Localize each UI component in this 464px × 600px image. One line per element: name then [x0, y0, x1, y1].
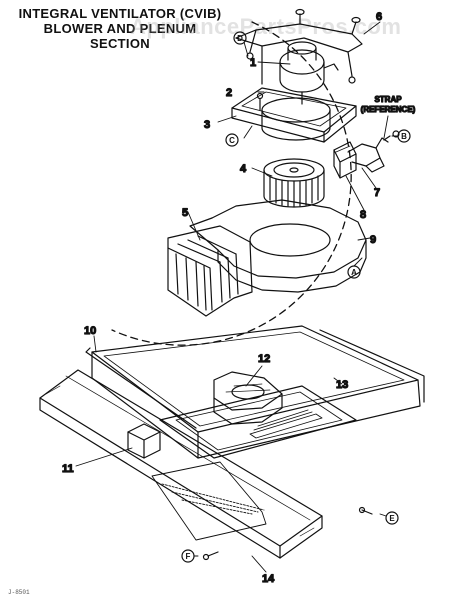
callout-13: 13	[336, 379, 348, 391]
strap-label-line-1: STRAP	[374, 95, 402, 104]
callout-3: 3	[204, 119, 210, 131]
callout-9: 9	[370, 234, 376, 246]
watermark: AppliancePartsPros.com	[130, 14, 402, 39]
screw-F	[202, 551, 219, 561]
title-line-1: INTEGRAL VENTILATOR (CVIB)	[18, 6, 222, 21]
circled-ref-C: C	[225, 133, 239, 147]
switch-bracket	[127, 423, 161, 459]
capacitor-strap	[347, 130, 400, 173]
motor-mount-bracket	[235, 8, 363, 85]
title-line-2: BLOWER AND PLENUM	[43, 21, 197, 36]
capacitor	[333, 141, 357, 179]
grille-strips	[151, 409, 323, 541]
ref-letter-A: A	[351, 268, 357, 277]
callout-1: 1	[250, 57, 256, 69]
callout-6: 6	[376, 11, 382, 23]
circled-ref-D: D	[233, 31, 247, 45]
callout-8: 8	[360, 209, 366, 221]
blower-wheel	[263, 158, 325, 208]
callout-10: 10	[84, 325, 96, 337]
callout-4: 4	[240, 163, 247, 175]
drawing-code: J-8501	[8, 589, 30, 596]
callout-7: 7	[374, 187, 380, 199]
ref-letter-C: C	[229, 136, 235, 145]
circled-ref-E: E	[385, 511, 399, 525]
blower-motor	[279, 41, 339, 105]
ref-letter-E: E	[389, 514, 395, 523]
circled-ref-F: F	[181, 549, 195, 563]
plenum-frame	[85, 325, 425, 459]
callout-5: 5	[182, 207, 188, 219]
ref-letter-D: D	[237, 34, 243, 43]
strap-label-line-2: (REFERENCE)	[361, 105, 416, 114]
callout-14: 14	[262, 573, 275, 585]
inner-duct	[159, 371, 357, 459]
callout-11: 11	[62, 463, 74, 475]
enclosure-circle	[111, 21, 352, 346]
plenum-plate	[231, 87, 357, 143]
title-line-3: SECTION	[90, 36, 150, 51]
outlet-duct	[167, 225, 253, 317]
front-cover	[39, 369, 323, 559]
ref-letter-F: F	[186, 552, 191, 561]
callout-12: 12	[258, 353, 270, 365]
circled-ref-B: B	[397, 129, 411, 143]
ref-letter-B: B	[401, 132, 407, 141]
screw-E	[358, 506, 373, 515]
callout-2: 2	[226, 87, 232, 99]
circled-ref-A: A	[347, 265, 361, 279]
leader-lines	[75, 21, 399, 573]
blower-housing	[189, 199, 367, 293]
